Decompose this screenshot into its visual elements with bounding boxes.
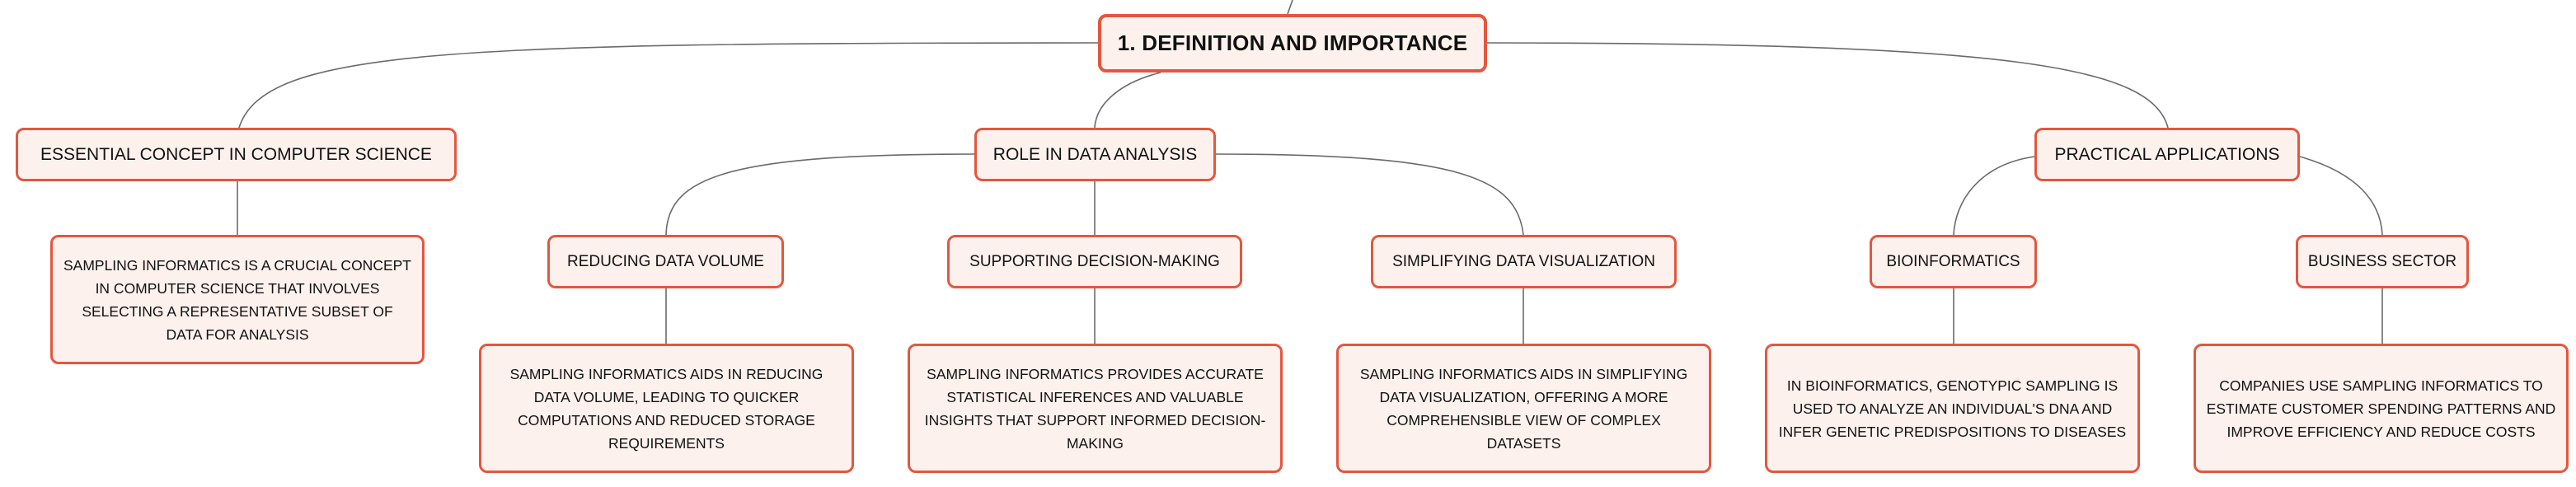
subtopic-supporting-decision-making[interactable]: SUPPORTING DECISION-MAKING (947, 235, 1242, 288)
connector-role-to-reducing (665, 153, 975, 236)
subtopic-business-sector-label: BUSINESS SECTOR (2307, 252, 2457, 270)
subtopic-supporting-decision-making-label: SUPPORTING DECISION-MAKING (969, 252, 1220, 270)
subtopic-bioinformatics[interactable]: BIOINFORMATICS (1870, 235, 2037, 288)
detail-supporting-decision-making[interactable]: SAMPLING INFORMATICS PROVIDES ACCURATE S… (908, 344, 1283, 473)
detail-business-sector[interactable]: COMPANIES USE SAMPLING INFORMATICS TO ES… (2194, 344, 2569, 473)
subtopic-simplifying-data-visualization[interactable]: SIMPLIFYING DATA VISUALIZATION (1371, 235, 1677, 288)
detail-supporting-decision-making-text: SAMPLING INFORMATICS PROVIDES ACCURATE S… (924, 365, 1266, 452)
connector-incoming (1287, 0, 1293, 15)
topic-role-in-data-analysis[interactable]: ROLE IN DATA ANALYSIS (974, 128, 1216, 181)
connector-practical-to-business (2299, 156, 2383, 236)
subtopic-bioinformatics-label: BIOINFORMATICS (1886, 252, 2020, 270)
root-topic-label: 1. DEFINITION AND IMPORTANCE (1117, 30, 1468, 55)
detail-reducing-data-volume-text: SAMPLING INFORMATICS AIDS IN REDUCING DA… (509, 365, 823, 452)
topic-practical-applications-label: PRACTICAL APPLICATIONS (2054, 144, 2280, 164)
detail-business-sector-text: COMPANIES USE SAMPLING INFORMATICS TO ES… (2206, 377, 2556, 440)
topic-role-in-data-analysis-label: ROLE IN DATA ANALYSIS (992, 144, 1198, 164)
connector-role-to-simplifying (1215, 153, 1524, 236)
detail-essential-concept[interactable]: SAMPLING INFORMATICS IS A CRUCIAL CONCEP… (50, 235, 425, 364)
detail-reducing-data-volume[interactable]: SAMPLING INFORMATICS AIDS IN REDUCING DA… (479, 344, 854, 473)
connector-root-to-essential (238, 42, 1099, 129)
subtopic-reducing-data-volume[interactable]: REDUCING DATA VOLUME (547, 235, 784, 288)
connector-root-to-role (1094, 72, 1161, 129)
detail-simplifying-data-visualization[interactable]: SAMPLING INFORMATICS AIDS IN SIMPLIFYING… (1336, 344, 1711, 473)
detail-simplifying-data-visualization-text: SAMPLING INFORMATICS AIDS IN SIMPLIFYING… (1359, 365, 1688, 452)
detail-bioinformatics-text: IN BIOINFORMATICS, GENOTYPIC SAMPLING IS… (1778, 377, 2127, 440)
detail-essential-concept-text: SAMPLING INFORMATICS IS A CRUCIAL CONCEP… (63, 256, 411, 343)
detail-bioinformatics[interactable]: IN BIOINFORMATICS, GENOTYPIC SAMPLING IS… (1765, 344, 2140, 473)
root-topic-node[interactable]: 1. DEFINITION AND IMPORTANCE (1098, 14, 1487, 73)
topic-essential-concept[interactable]: ESSENTIAL CONCEPT IN COMPUTER SCIENCE (16, 128, 457, 181)
connector-practical-to-bioinformatics (1953, 156, 2035, 236)
connector-root-to-practical (1483, 42, 2169, 129)
topic-practical-applications[interactable]: PRACTICAL APPLICATIONS (2034, 128, 2300, 181)
subtopic-reducing-data-volume-label: REDUCING DATA VOLUME (567, 252, 764, 270)
subtopic-simplifying-data-visualization-label: SIMPLIFYING DATA VISUALIZATION (1392, 252, 1655, 270)
subtopic-business-sector[interactable]: BUSINESS SECTOR (2296, 235, 2469, 288)
topic-essential-concept-label: ESSENTIAL CONCEPT IN COMPUTER SCIENCE (40, 144, 432, 164)
